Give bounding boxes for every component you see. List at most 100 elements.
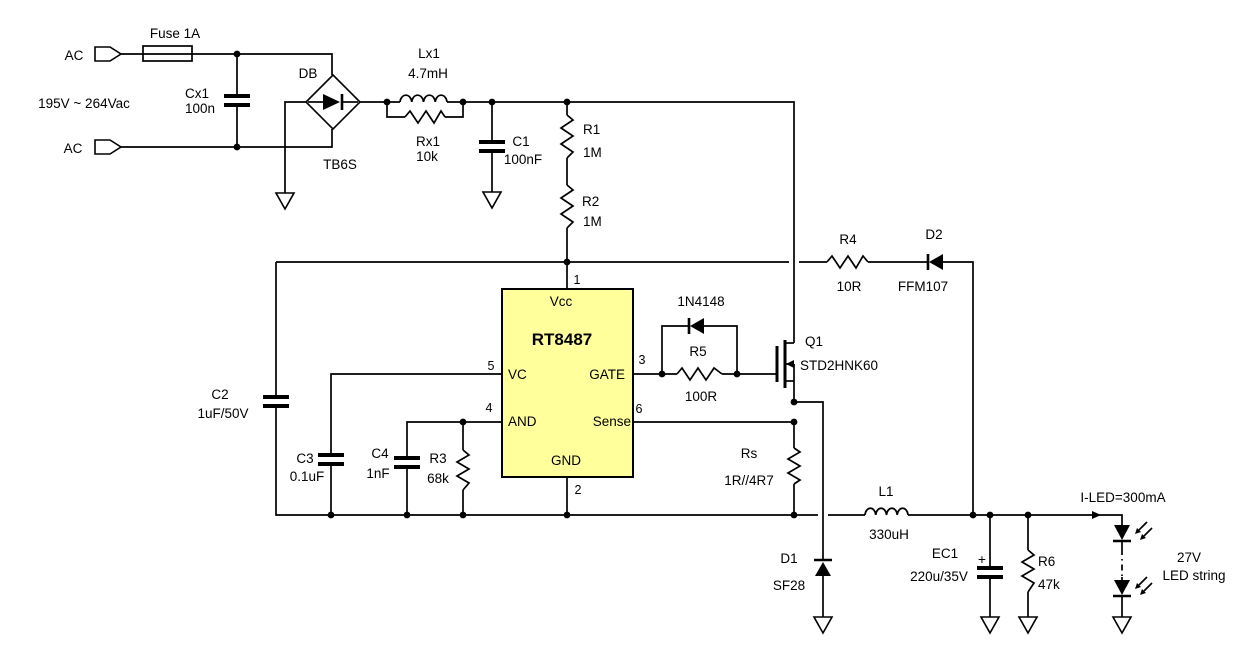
diode-d2-icon [929, 254, 943, 270]
r2-value: 1M [583, 214, 602, 229]
ac-top-label: AC [65, 48, 84, 63]
diode-d1-icon [815, 562, 831, 576]
r4-ref: R4 [839, 232, 857, 247]
q1-part: STD2HNK60 [800, 358, 878, 373]
ic-rt8487: RT8487 Vcc GND VC GATE AND Sense 1 2 5 4… [486, 273, 646, 515]
junction-dot [327, 511, 335, 519]
cx1-value: 100n [185, 101, 215, 116]
junction-dot [383, 98, 391, 106]
led-light-arrow-icon [1138, 521, 1148, 531]
junction-dot [790, 511, 798, 519]
c3-value: 0.1uF [290, 469, 325, 484]
ic-part-number: RT8487 [532, 330, 592, 349]
ac-terminal-icon [94, 46, 123, 62]
c4-value: 1nF [366, 466, 389, 481]
r3-value: 68k [427, 471, 449, 486]
junction-dot [459, 511, 467, 519]
inductor-lx1-icon [399, 94, 448, 103]
led-string-label: LED string [1162, 568, 1225, 583]
bridge-section: Cx1 100n DB TB6S [185, 54, 400, 211]
led-light-arrow-icon [1135, 583, 1141, 589]
junction-dot [563, 258, 571, 266]
junction-dot [658, 370, 666, 378]
ac-bottom-label: AC [64, 141, 83, 156]
junction-dot [459, 98, 467, 106]
ground-icon [812, 616, 834, 635]
ic-pin6-number: 6 [636, 402, 643, 416]
wire [120, 129, 333, 148]
wire [943, 261, 974, 515]
cx1-ref: Cx1 [185, 86, 209, 101]
c4-ref: C4 [371, 446, 389, 461]
wire [120, 53, 333, 75]
inductor-l1-icon [864, 507, 909, 516]
r2-ref: R2 [582, 194, 599, 209]
ec1-value: 220u/35V [910, 569, 968, 584]
d-1n4148-part: 1N4148 [677, 294, 724, 309]
wire-top-rail [447, 101, 795, 343]
r6-value: 47k [1038, 577, 1060, 592]
l1-value: 330uH [869, 527, 909, 542]
emi-filter-section: Lx1 4.7mH Rx1 10k C1 100nF [386, 46, 542, 210]
c3-ref: C3 [296, 451, 313, 466]
led-light-arrow-icon [1138, 576, 1148, 586]
rs-ref: Rs [741, 446, 758, 461]
rx1-value: 10k [416, 149, 438, 164]
wire [445, 102, 464, 118]
r1-ref: R1 [583, 122, 600, 137]
ic-pin2-number: 2 [575, 483, 582, 497]
c2-value: 1uF/50V [197, 406, 248, 421]
rs-value: 1R//4R7 [724, 473, 774, 488]
r5-value: 100R [685, 389, 718, 404]
ic-pin-gate-name: GATE [589, 367, 625, 382]
resistor-r6-icon [1020, 549, 1036, 593]
wire [386, 102, 405, 118]
ground-icon [979, 616, 1001, 635]
resistor-r5-icon [676, 366, 723, 382]
ic-pin-gnd-name: GND [551, 453, 581, 468]
junction-dot [459, 418, 467, 426]
vcc-node-section: C2 1uF/50V [197, 261, 827, 516]
wire [406, 421, 502, 456]
wire [330, 373, 502, 453]
bootstrap-section: R4 10R D2 FFM107 [826, 227, 974, 515]
r3-ref: R3 [429, 451, 446, 466]
r5-ref: R5 [689, 344, 706, 359]
startup-section: R1 1M R2 1M [559, 102, 602, 262]
led-string-voltage: 27V [1177, 550, 1201, 565]
resistor-r3-icon [455, 449, 471, 491]
resistor-rx1-icon [404, 109, 446, 125]
junction-dot [233, 143, 241, 151]
c2-ref: C2 [211, 387, 228, 402]
ic-pin4-number: 4 [486, 401, 493, 415]
led-string-section: I-LED=300mA 27V LED string [1080, 490, 1226, 635]
ec1-plus-sign: + [978, 552, 986, 567]
junction-dot [403, 511, 411, 519]
led-light-arrow-icon [1143, 582, 1153, 592]
ic-pin-vcc-name: Vcc [550, 294, 573, 309]
d1-part: SF28 [773, 578, 805, 593]
led-light-arrow-icon [1135, 528, 1141, 534]
q1-ref: Q1 [805, 334, 823, 349]
ground-icon [481, 191, 503, 210]
lx1-ref: Lx1 [418, 46, 440, 61]
ic-pin5-number: 5 [488, 359, 495, 373]
resistor-r4-icon [826, 254, 869, 270]
junction-dot [1024, 511, 1032, 519]
junction-dot [986, 511, 994, 519]
r1-value: 1M [583, 145, 602, 160]
gate-drive-section: 1N4148 R5 100R Q1 STD2HNK60 [633, 294, 878, 404]
d2-ref: D2 [925, 227, 942, 242]
output-rail-section: L1 330uH EC1 220u/35V + R6 47k [828, 484, 1123, 635]
lx1-value: 4.7mH [408, 66, 448, 81]
junction-dots [233, 50, 1032, 519]
ic-body [501, 288, 634, 478]
wire [794, 401, 824, 560]
sense-section: Rs 1R//4R7 D1 SF28 [633, 401, 834, 635]
ic-pin-vc-name: VC [508, 367, 527, 382]
ic-pin-and-name: AND [508, 414, 537, 429]
c1-value: 100nF [504, 152, 542, 167]
led-icon [1114, 580, 1130, 595]
